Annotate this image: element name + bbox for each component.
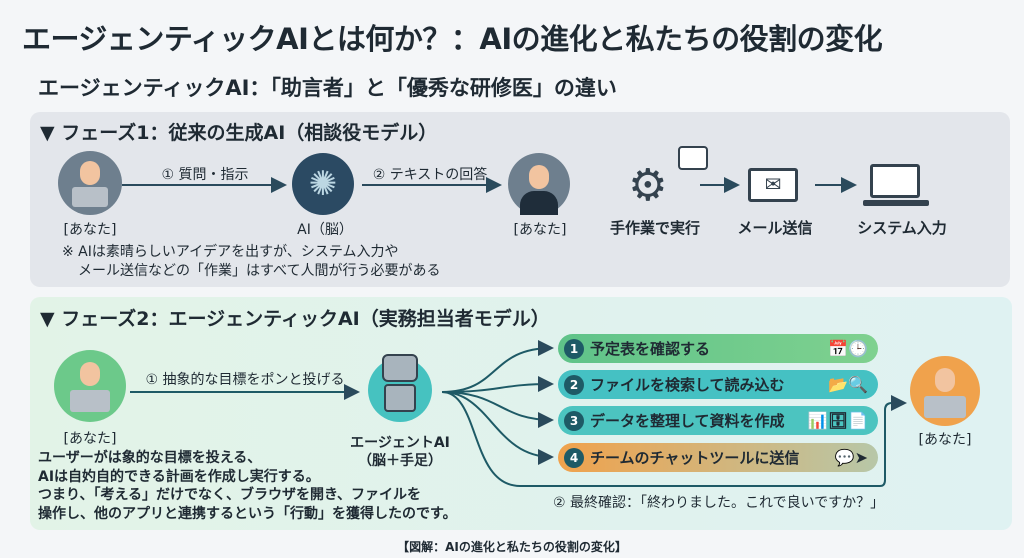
manual-task-label: メール送信 [737, 219, 813, 237]
desc-line: つまり、「考える」だけでなく、ブラウザを開き、ファイルを [38, 487, 422, 503]
final-check-label: ② 最終確認：「終わりました。これで良いですか？」 [553, 495, 885, 511]
user-avatar-icon [54, 350, 126, 422]
task-label: チームのチャットツールに送信 [590, 449, 800, 467]
branch-4 [441, 391, 554, 465]
task-label: 予定表を確認する [590, 340, 711, 358]
user2-label: [あなた] [918, 432, 972, 448]
user-label: [あなた] [63, 431, 117, 447]
chat-send-icon: 💬➤ [834, 448, 868, 467]
gear-icon: ⚙ [628, 160, 668, 211]
task-number: 2 [564, 374, 584, 395]
goal-step-label: ① 抽象的な目標をポンと投げる [145, 372, 345, 388]
desc-line: AIは自妁自的できる計画を作成し実行する。 [38, 468, 320, 485]
task-item-1: 1 予定表を確認する 📅🕒 [558, 334, 878, 363]
calendar-clock-icon: 📅🕒 [828, 339, 868, 358]
user2-label: [あなた] [513, 222, 567, 238]
task-number: 4 [564, 447, 584, 468]
task-number: 3 [564, 410, 584, 431]
user-avatar-icon [910, 356, 980, 426]
user-label: [あなた] [63, 222, 117, 238]
task-item-4: 4 チームのチャットツールに送信 💬➤ [558, 443, 878, 472]
agent-label: エージェントAI [350, 435, 450, 451]
user-avatar-icon [508, 153, 570, 215]
phase1-note-line2: メール送信などの「作業」はすべて人間が行う必要がある [78, 263, 441, 279]
manual-task-label: 手作業で実行 [609, 219, 701, 237]
chart-database-document-icon: 📊🗄📄 [807, 411, 868, 430]
desc-line: ユーザーがは象的な目標を投える、 [38, 450, 262, 466]
folder-search-icon: 📂🔍 [828, 375, 868, 394]
page-title: エージェンティックAIとは何か？：AIの進化と私たちの役割の変化 [22, 22, 883, 56]
phase1-heading: ▼ フェーズ1：従来の生成AI（相談役モデル） [40, 122, 438, 144]
robot-icon [368, 354, 432, 422]
task-label: ファイルを検索して読み込む [590, 376, 785, 394]
task-item-2: 2 ファイルを検索して読み込む 📂🔍 [558, 370, 878, 399]
desc-line: 操作し、他のアプリと連携するという「行動」を獲得したのです。 [38, 505, 457, 522]
branch-2 [441, 376, 554, 393]
laptop-icon [863, 164, 929, 206]
phase2-desc: ユーザーがは象的な目標を投える、 AIは自妁自的できる計画を作成し実行する。 つ… [38, 449, 457, 523]
task-label: データを整理して資料を作成 [590, 412, 785, 430]
task-item-3: 3 データを整理して資料を作成 📊🗄📄 [558, 406, 878, 435]
envelope-icon: ✉ [748, 168, 798, 202]
agent-sublabel: （脳＋手足） [358, 453, 442, 469]
phase2-heading: ▼ フェーズ2：エージェンティックAI（実務担当者モデル） [40, 308, 550, 330]
manual-task-label: システム入力 [857, 219, 947, 237]
return-arrow [441, 391, 907, 487]
chat-bubble-icon [678, 146, 708, 170]
user-avatar-icon [58, 151, 122, 215]
step1-label: ① 質問・指示 [161, 167, 249, 183]
ai-label: AI（脳） [297, 222, 353, 238]
figure-caption: 【図解：AIの進化と私たちの役割の変化】 [397, 540, 627, 554]
task-number: 1 [564, 338, 584, 359]
brain-icon: ✺ [292, 153, 354, 215]
page-subtitle: エージェンティックAI：「助言者」と「優秀な研修医」の違い [38, 76, 617, 100]
branch-1 [441, 340, 554, 393]
branch-3 [441, 391, 554, 428]
phase1-note-line1: ※ AIは素晴らしいアイデアを出すが、システム入力や [62, 244, 399, 260]
step2-label: ② テキストの回答 [372, 167, 488, 183]
